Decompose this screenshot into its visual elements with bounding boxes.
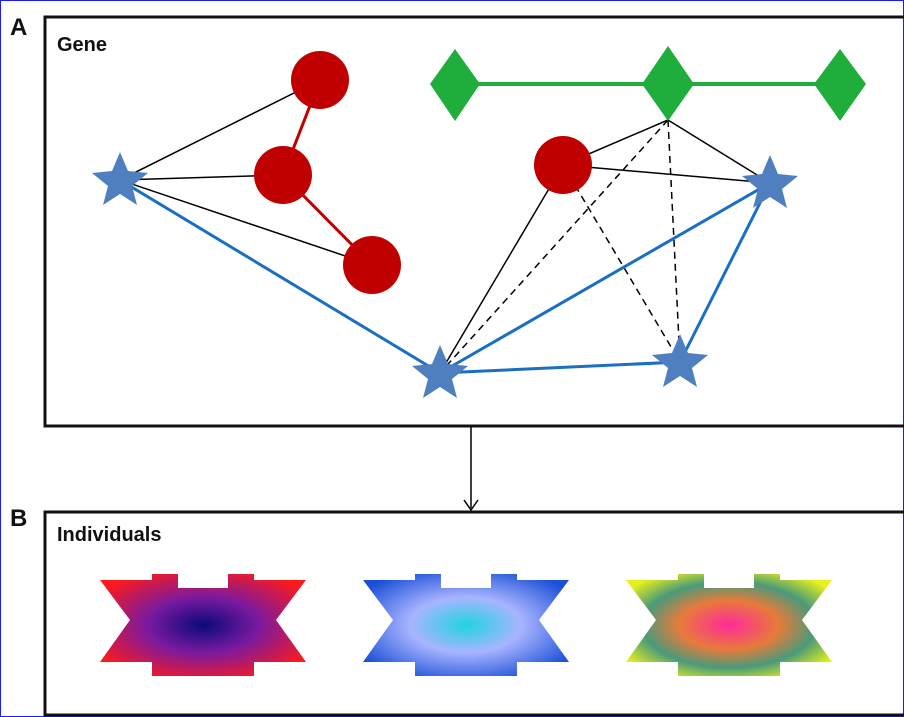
star-node: [412, 345, 468, 398]
diamond-node: [814, 49, 866, 121]
right-cluster-edges: [439, 119, 771, 374]
circle-node: [254, 146, 312, 204]
panel-b-box: [43, 510, 904, 717]
individual-2: [363, 574, 569, 676]
panel-a-title: Gene: [57, 34, 108, 56]
star-node: [742, 155, 798, 208]
panel-a-letter: A: [10, 14, 28, 41]
connector-arrow: [463, 426, 479, 512]
panel-b-letter: B: [10, 505, 28, 532]
star-node: [92, 152, 148, 205]
panel-b-title: Individuals: [57, 524, 162, 546]
circle-node: [343, 236, 401, 294]
panel-a-box: [43, 15, 904, 428]
diamond-node: [430, 49, 480, 121]
star-edges: [119, 178, 772, 375]
individual-1: [100, 574, 306, 676]
individual-3: [626, 574, 832, 676]
star-node: [652, 334, 708, 387]
left-cluster-edges: [119, 79, 374, 267]
circle-node: [534, 136, 592, 194]
diamond-node: [642, 46, 694, 121]
circle-node: [291, 51, 349, 109]
